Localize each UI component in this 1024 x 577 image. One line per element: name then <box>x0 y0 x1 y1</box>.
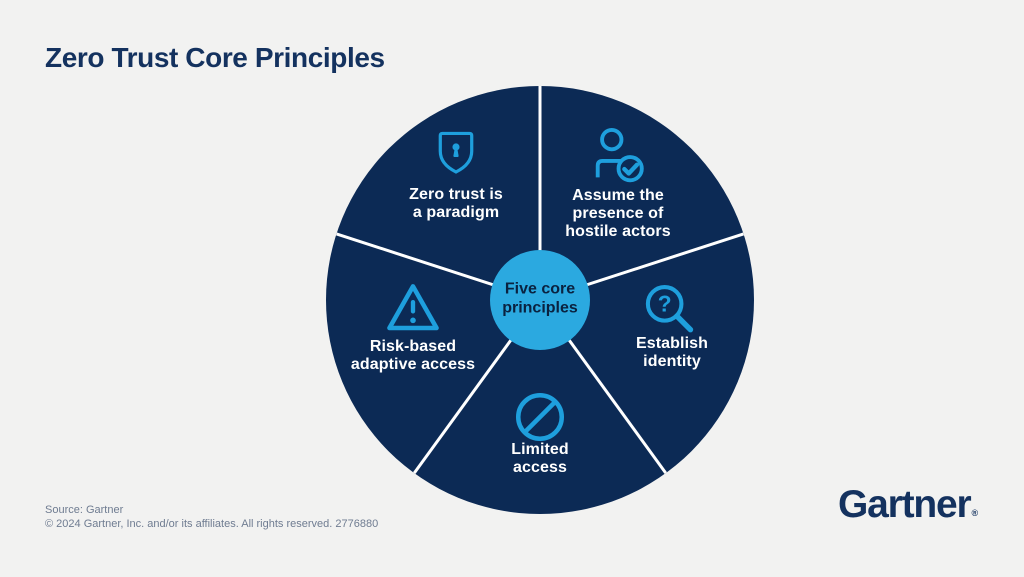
source-line: Source: Gartner <box>45 504 124 516</box>
registered-trademark-icon: ® <box>971 508 979 518</box>
copyright-line: © 2024 Gartner, Inc. and/or its affiliat… <box>45 518 379 531</box>
center-circle-label: Five core principles <box>502 280 578 316</box>
segment-label-hostile-actors: Assume the presence of hostile actors <box>565 187 671 241</box>
gartner-logo-text: Gartner <box>838 483 972 526</box>
warning-triangle-icon <box>387 284 439 331</box>
footer: Source: Gartner © 2024 Gartner, Inc. and… <box>45 503 378 532</box>
question-mark-glyph: ? <box>658 291 672 317</box>
segment-label-zero-trust: Zero trust is a paradigm <box>409 186 503 222</box>
shield-keyhole-icon <box>438 131 474 174</box>
person-check-icon <box>595 127 644 183</box>
center-circle <box>490 250 590 350</box>
prohibition-icon <box>515 392 565 442</box>
gartner-logo: Gartner® <box>838 485 978 524</box>
segment-label-limited-access: Limited access <box>511 441 569 477</box>
segment-label-establish-identity: Establish identity <box>635 335 709 371</box>
page-title: Zero Trust Core Principles <box>45 42 385 73</box>
magnifier-question-icon: ? <box>645 285 694 333</box>
segment-label-risk-based: Risk-based adaptive access <box>350 338 476 374</box>
